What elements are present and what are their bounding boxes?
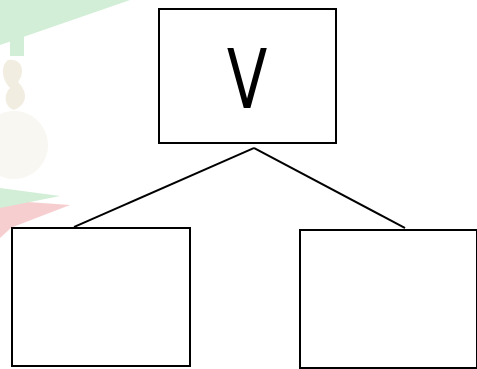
root-node-label: V: [227, 33, 268, 128]
left-child-node: [11, 227, 191, 367]
watermark-red-wedge: [0, 212, 26, 238]
edge-root-to-left: [73, 147, 255, 228]
watermark-green-band-lower: [0, 188, 60, 208]
watermark-green-band: [0, 0, 130, 45]
root-node: V: [158, 8, 337, 144]
watermark-red-band: [0, 200, 70, 232]
watermark-figure: [2, 59, 26, 110]
right-child-node: [299, 229, 477, 369]
watermark-globe: [0, 111, 48, 179]
watermark-green-bar: [10, 18, 24, 56]
edge-root-to-right: [253, 147, 406, 229]
